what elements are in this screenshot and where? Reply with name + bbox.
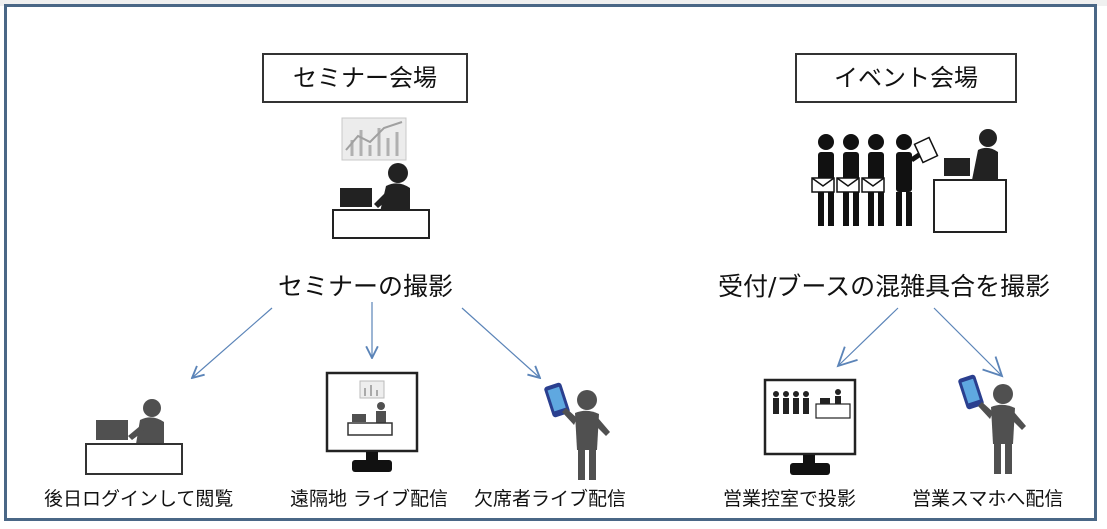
diagram-frame <box>4 4 1097 521</box>
event-caption: 受付/ブースの混雑具合を撮影 <box>718 272 1051 301</box>
label-absentee-live: 欠席者ライブ配信 <box>474 488 627 510</box>
remote-monitor-icon <box>325 371 419 472</box>
reception-staff-icon <box>933 129 1007 233</box>
label-sales-phone-delivery: 営業スマホへ配信 <box>912 488 1064 510</box>
speaker-at-desk-icon <box>332 163 430 239</box>
arrows <box>192 302 1002 378</box>
event-venue-box: イベント会場 <box>795 53 1017 103</box>
label-view-later: 後日ログインして閲覧 <box>44 488 234 510</box>
top-strip <box>0 0 1107 6</box>
sales-room-monitor-icon <box>763 378 857 475</box>
label-sales-room-projection: 営業控室で投影 <box>723 488 857 510</box>
desk-viewer-icon <box>85 399 183 475</box>
label-remote-live: 遠隔地 ライブ配信 <box>290 488 449 510</box>
seminar-venue-box: セミナー会場 <box>262 53 468 103</box>
sales-smartphone-user-icon <box>958 374 1026 474</box>
reception-queue-icon <box>811 134 939 226</box>
presentation-screen-icon <box>341 117 407 161</box>
smartphone-user-icon <box>544 382 610 480</box>
seminar-caption: セミナーの撮影 <box>278 272 454 301</box>
